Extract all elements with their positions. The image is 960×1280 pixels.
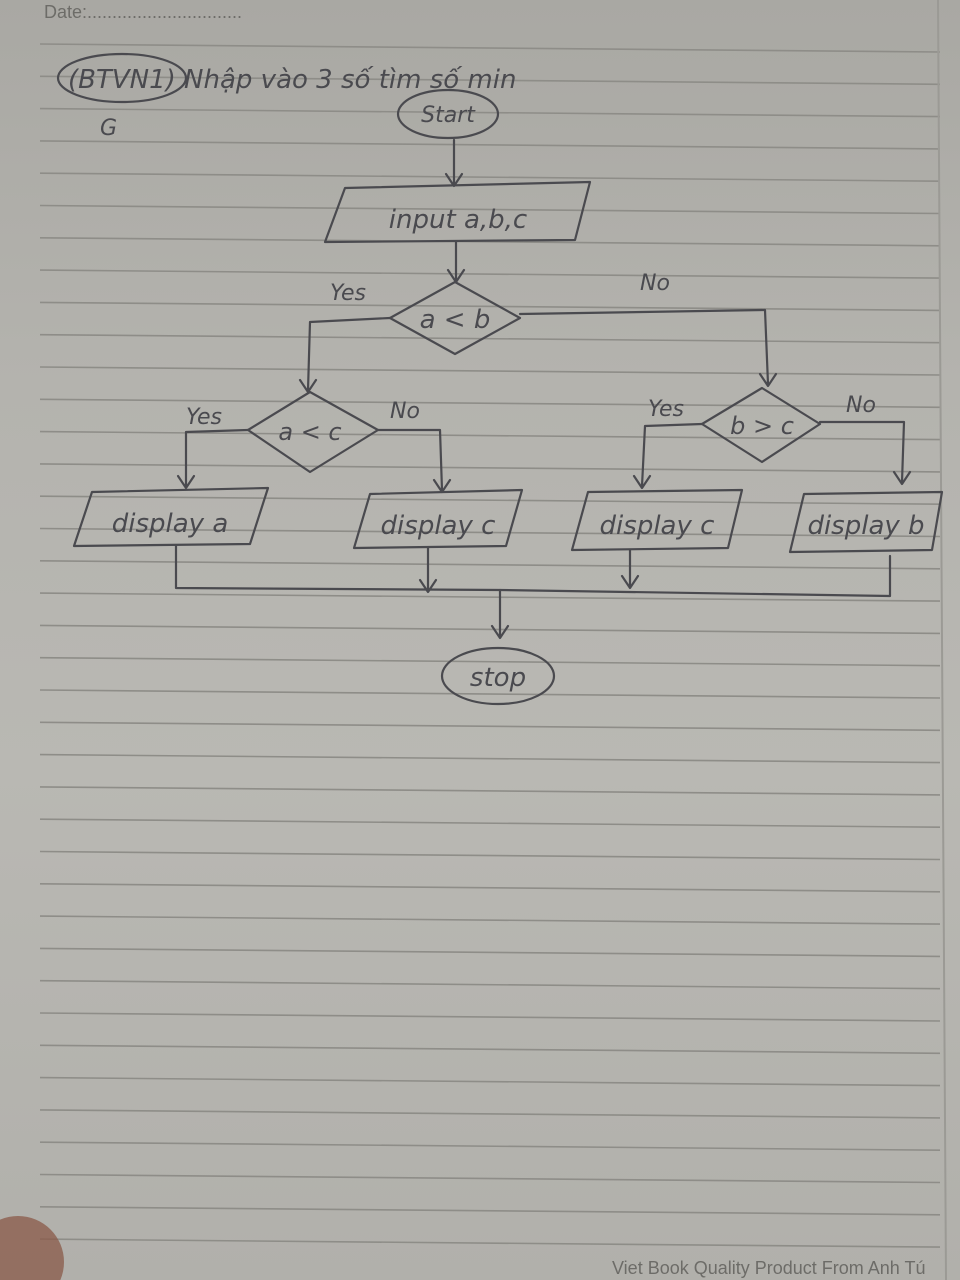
- ruled-line: [39, 107, 941, 118]
- ruled-line: [39, 1173, 941, 1184]
- ruled-line: [39, 172, 941, 182]
- ruled-line: [39, 463, 941, 473]
- ruled-line: [39, 656, 941, 667]
- decision-1-yes-label: Yes: [330, 281, 366, 306]
- arrow-decision2-no: [376, 428, 452, 494]
- decision-2-yes-label: Yes: [186, 405, 222, 430]
- decision-1-label: a < b: [420, 305, 491, 335]
- decision-a-lt-c: [246, 390, 380, 474]
- start-label: Start: [421, 103, 476, 128]
- decision-2-label: a < c: [278, 418, 341, 446]
- input-parallelogram: [323, 180, 592, 244]
- decision-2-no-label: No: [390, 399, 420, 424]
- ruled-line: [39, 140, 941, 150]
- ruled-line: [39, 75, 941, 86]
- decision-3-yes-label: Yes: [648, 397, 684, 422]
- ruled-line: [39, 43, 941, 53]
- date-label: Date:...............................: [44, 2, 242, 22]
- ruled-line: [39, 818, 941, 828]
- output-3-label: display c: [600, 511, 715, 541]
- ruled-line: [39, 689, 941, 699]
- output-display-c-left: [352, 488, 524, 550]
- ruled-line: [39, 269, 941, 279]
- ruled-line: [39, 527, 941, 538]
- arrow-output3-merge: [620, 548, 640, 590]
- arrow-decision2-yes: [176, 428, 250, 490]
- arrow-merge-stop: [490, 588, 510, 640]
- arrow-decision3-yes: [632, 422, 704, 490]
- page-edge: [937, 0, 947, 1280]
- merge-line: [174, 544, 892, 598]
- ruled-line: [39, 560, 941, 570]
- output-display-a: [72, 486, 270, 548]
- ruled-line: [39, 1044, 941, 1055]
- ruled-line: [39, 947, 941, 958]
- ruled-line: [39, 1109, 941, 1119]
- ruled-line: [39, 1206, 941, 1216]
- stop-label: stop: [470, 663, 526, 693]
- arrow-decision3-no: [818, 420, 912, 486]
- ruled-line: [39, 366, 941, 376]
- ruled-line: [39, 495, 941, 505]
- ruled-line: [39, 786, 941, 796]
- output-1-label: display a: [112, 509, 229, 539]
- thumb-shadow: [0, 1216, 64, 1280]
- output-2-label: display c: [381, 511, 496, 541]
- ruled-line: [39, 850, 941, 861]
- exercise-tag-circle: [56, 52, 188, 104]
- margin-note: G: [100, 116, 117, 141]
- ruled-line: [39, 1141, 941, 1151]
- ruled-line: [39, 753, 941, 764]
- start-terminal: [396, 88, 500, 140]
- arrow-input-decision1: [446, 240, 466, 284]
- ruled-line: [39, 1076, 941, 1087]
- arrow-output2-merge: [418, 546, 438, 594]
- stop-terminal: [440, 646, 556, 706]
- ruled-line: [39, 301, 941, 312]
- ruled-line: [39, 624, 941, 635]
- ruled-line: [39, 237, 941, 247]
- ruled-line: [39, 1012, 941, 1022]
- arrow-decision1-yes: [298, 316, 392, 394]
- arrow-start-input: [444, 138, 464, 188]
- output-display-b: [788, 490, 944, 554]
- output-4-label: display b: [807, 511, 924, 541]
- decision-3-label: b > c: [730, 412, 794, 440]
- decision-b-gt-c: [700, 386, 822, 464]
- ruled-line: [39, 398, 941, 409]
- ruled-line: [39, 592, 941, 602]
- ruled-line: [39, 333, 941, 344]
- ruled-line: [39, 1238, 941, 1248]
- ruled-lines: [39, 43, 941, 1248]
- decision-1-no-label: No: [640, 271, 670, 296]
- arrow-decision1-no: [518, 308, 778, 388]
- ruled-line: [39, 915, 941, 925]
- ruled-line: [39, 204, 941, 215]
- ruled-line: [39, 883, 941, 893]
- ruled-line: [39, 979, 941, 990]
- decision-a-lt-b: [388, 280, 522, 356]
- decision-3-no-label: No: [846, 393, 876, 418]
- brand-footer: Viet Book Quality Product From Anh Tú: [612, 1258, 926, 1278]
- output-display-c-right: [570, 488, 744, 552]
- input-label: input a,b,c: [389, 205, 527, 235]
- ruled-line: [39, 721, 941, 732]
